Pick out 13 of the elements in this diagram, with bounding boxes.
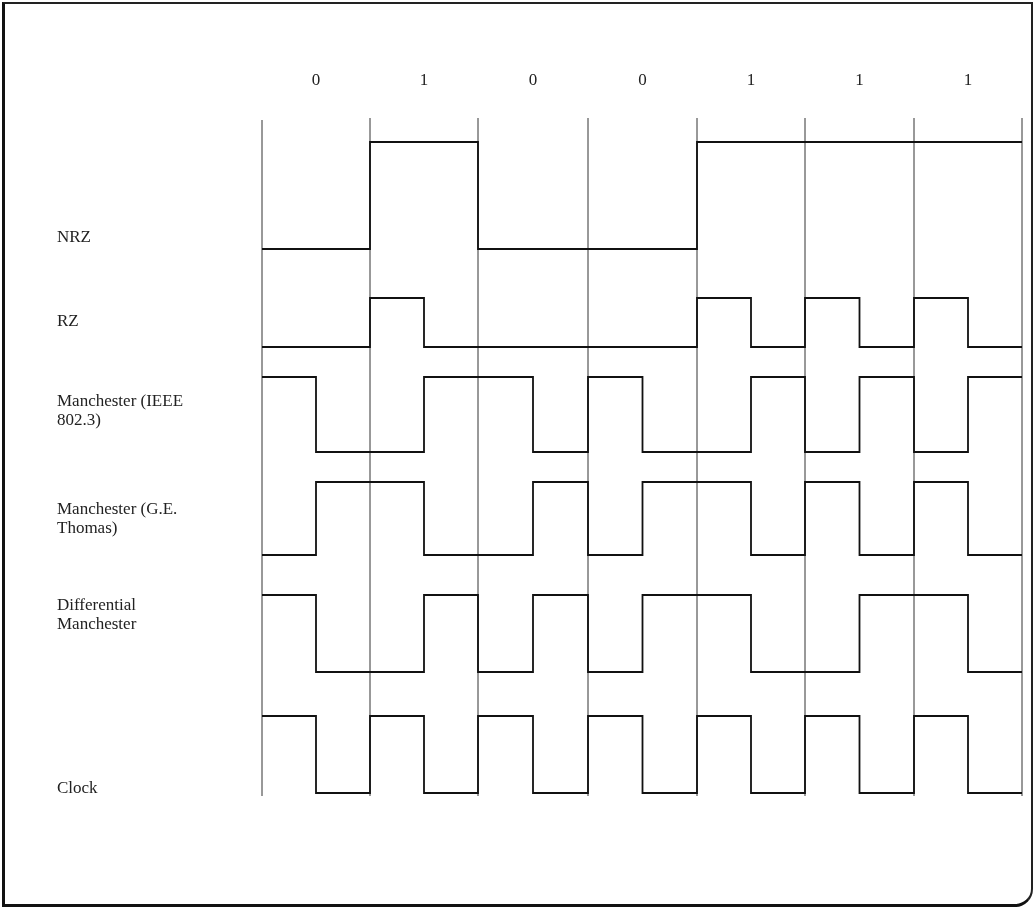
encoding-label: Clock bbox=[57, 778, 99, 797]
encoding-label: Manchester (G.E. Thomas) bbox=[57, 499, 179, 537]
bit-value: 1 bbox=[746, 70, 756, 89]
encoding-label: RZ bbox=[57, 311, 80, 330]
bit-value: 1 bbox=[419, 70, 429, 89]
bit-value: 1 bbox=[963, 70, 973, 89]
bit-value: 0 bbox=[311, 70, 321, 89]
encoding-label: Differential Manchester bbox=[57, 595, 138, 633]
bit-value: 0 bbox=[638, 70, 647, 89]
encoding-label: NRZ bbox=[57, 227, 92, 246]
encoding-label: Manchester (IEEE 802.3) bbox=[57, 391, 185, 429]
bit-value: 0 bbox=[528, 70, 538, 89]
bit-value: 1 bbox=[855, 70, 864, 89]
